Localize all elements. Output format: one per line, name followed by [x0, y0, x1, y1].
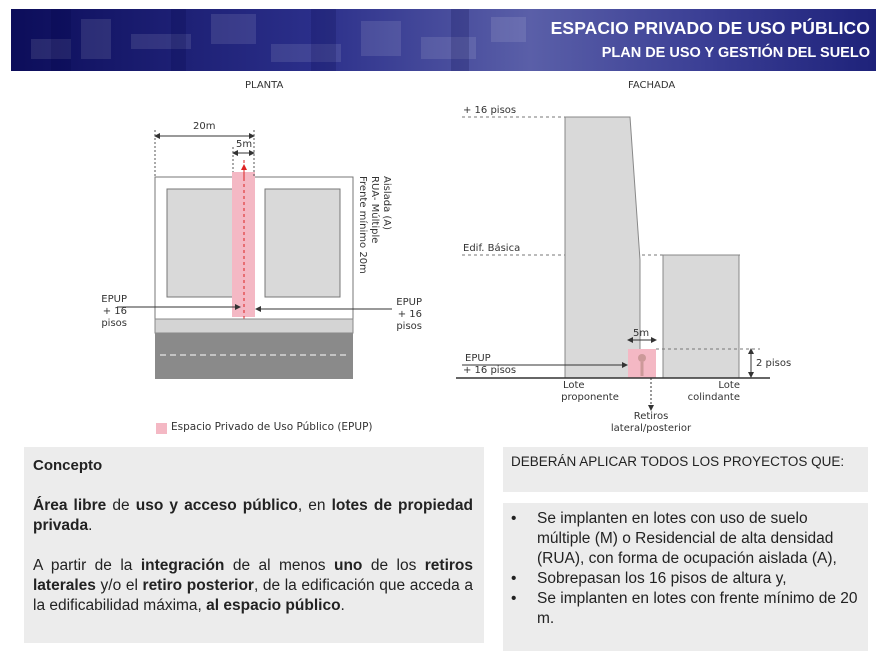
aplicar-list-item: Sobrepasan los 16 pisos de altura y,	[511, 569, 858, 589]
retiros-line1: Retiros	[633, 411, 669, 422]
vlabel-line-1: Aislada (A)	[381, 176, 392, 231]
planta-epup-right: EPUP + 16 pisos	[372, 297, 422, 333]
concepto-paragraph-2: A partir de la integración de al menos u…	[33, 556, 473, 616]
fachada-epup-line2: + 16 pisos	[463, 365, 517, 376]
legend-label: Espacio Privado de Uso Público (EPUP)	[171, 421, 373, 433]
planta-road	[155, 333, 353, 379]
p2-run-7: retiro posterior	[142, 577, 254, 594]
p1-run-4: lotes de propiedad privada	[33, 497, 473, 534]
aplicar-list-item: Se implanten en lotes con frente mínimo …	[511, 589, 858, 629]
fachada-dim-5m: 5m	[633, 328, 650, 339]
aplicar-list: Se implanten en lotes con uso de suelo m…	[503, 503, 868, 629]
lote-colindante-line1: Lote	[718, 380, 740, 391]
aplicar-list-panel: Se implanten en lotes con uso de suelo m…	[503, 503, 868, 651]
page-title: ESPACIO PRIVADO DE USO PÚBLICO	[550, 18, 870, 38]
planta-sidewalk	[154, 318, 354, 334]
p1-run-1: de	[106, 497, 136, 514]
fachada-retiros: Retiros lateral/posterior	[606, 411, 696, 435]
aplicar-list-item: Se implanten en lotes con uso de suelo m…	[511, 509, 858, 569]
planta-dim-5m: 5m	[236, 139, 253, 150]
concepto-panel: Concepto Área libre de uso y acceso públ…	[24, 447, 484, 643]
retiros-line2: lateral/posterior	[610, 423, 692, 434]
epup-right-line1: EPUP	[396, 297, 422, 308]
p2-run-9: al espacio público	[206, 597, 341, 614]
concepto-paragraph-1: Área libre de uso y acceso público, en l…	[33, 496, 473, 536]
vlabel-line-2: RUA- Múltiple	[369, 176, 380, 244]
legend-swatch	[156, 423, 167, 434]
fachada-diagram	[456, 116, 770, 411]
aplicar-heading-box: DEBERÁN APLICAR TODOS LOS PROYECTOS QUE:	[503, 447, 868, 492]
epup-left-line2: + 16 pisos	[101, 306, 127, 329]
epup-right-line2: + 16 pisos	[396, 309, 422, 332]
p1-run-2: uso y acceso público	[135, 497, 298, 514]
planta-building-left	[166, 188, 243, 298]
planta-epup-left: EPUP + 16 pisos	[87, 294, 127, 330]
p1-run-0: Área libre	[33, 497, 107, 514]
fachada-lote-proponente: Lote proponente	[560, 380, 620, 404]
fachada-lote-colindante: Lote colindante	[684, 380, 740, 404]
fachada-tower-proponente	[564, 116, 641, 379]
fachada-basica-label: Edif. Básica	[463, 243, 521, 254]
lote-proponente-line2: proponente	[561, 392, 619, 403]
vlabel-line-3: Frente mínimo 20m	[357, 176, 368, 274]
p2-run-10: .	[340, 597, 345, 614]
fachada-top-label: + 16 pisos	[463, 105, 517, 116]
epup-left-line1: EPUP	[101, 294, 127, 305]
planta-vertical-label: Aislada (A) RUA- Múltiple Frente mínimo …	[352, 176, 392, 286]
planta-dim-20m: 20m	[193, 121, 216, 132]
p2-run-2: de al menos	[224, 557, 334, 574]
p2-run-1: integración	[140, 557, 225, 574]
planta-title: PLANTA	[245, 80, 284, 91]
page-subtitle: PLAN DE USO Y GESTIÓN DEL SUELO	[601, 45, 870, 61]
p1-run-5: .	[88, 517, 93, 534]
lote-proponente-line1: Lote	[563, 380, 585, 391]
p2-run-0: A partir de la	[33, 557, 141, 574]
fachada-floors-label: 2 pisos	[756, 358, 792, 369]
p2-run-4: de los	[362, 557, 425, 574]
banner-cityscape-image	[31, 9, 526, 71]
p2-run-5: retiros laterales	[33, 557, 474, 594]
p2-run-8: , de la edificación que acceda a la edif…	[33, 577, 473, 614]
p1-run-3: , en	[297, 497, 332, 514]
p2-run-3: uno	[333, 557, 363, 574]
fachada-epup-line1: EPUP	[465, 353, 491, 364]
p2-run-6: y/o el	[95, 577, 143, 594]
fachada-building-colindante	[662, 254, 740, 379]
lote-colindante-line2: colindante	[687, 392, 740, 403]
planta-diagram	[117, 130, 392, 379]
planta-building-right	[264, 188, 341, 298]
fachada-epup-label: EPUP + 16 pisos	[463, 353, 516, 377]
fachada-title: FACHADA	[628, 80, 676, 91]
aplicar-heading: DEBERÁN APLICAR TODOS LOS PROYECTOS QUE:	[511, 454, 845, 469]
header-banner: ESPACIO PRIVADO DE USO PÚBLICO PLAN DE U…	[11, 9, 876, 71]
concepto-heading: Concepto	[33, 457, 103, 474]
